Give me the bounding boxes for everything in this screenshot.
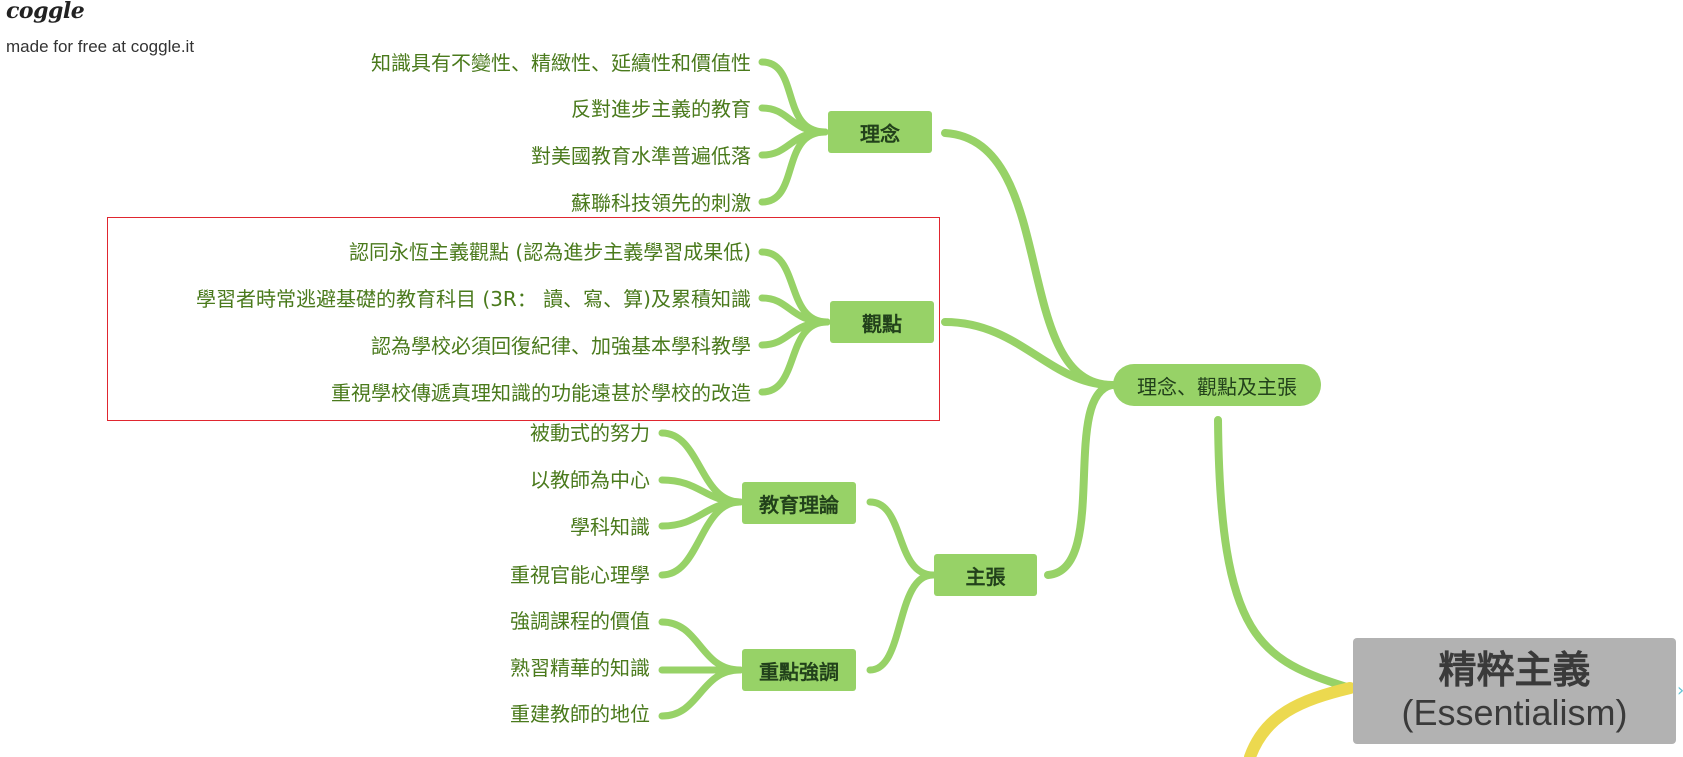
leaf-idea-4[interactable]: 蘇聯科技領先的刺激 [571, 191, 751, 215]
leaf-emphasis-2[interactable]: 熟習精華的知識 [510, 656, 650, 680]
central-topic-title: 精粹主義 [1438, 648, 1591, 692]
node-main-branch[interactable]: 理念、觀點及主張 [1113, 364, 1321, 406]
node-claim[interactable]: 主張 [934, 554, 1037, 596]
link-main-idea [941, 129, 1116, 389]
node-view[interactable]: 觀點 [830, 301, 934, 343]
leaf-emphasis-3[interactable]: 重建教師的地位 [510, 702, 650, 726]
link-emphasis-3 [658, 666, 744, 720]
chevron-right-icon[interactable]: › [1677, 680, 1683, 701]
link-main-claim [1044, 381, 1116, 579]
link-claim-emphasis [866, 571, 937, 674]
leaf-theory-1[interactable]: 被動式的努力 [530, 421, 650, 445]
link-view-4 [758, 318, 831, 396]
leaf-theory-2[interactable]: 以教師為中心 [530, 468, 650, 492]
link-emphasis-1 [658, 618, 744, 674]
node-education-theory[interactable]: 教育理論 [742, 482, 856, 524]
leaf-emphasis-1[interactable]: 強調課程的價值 [510, 609, 650, 633]
link-theory-2 [658, 476, 744, 506]
coggle-logo[interactable]: coggle [6, 0, 85, 24]
leaf-idea-2[interactable]: 反對進步主義的教育 [571, 97, 751, 121]
made-with-coggle-link[interactable]: made for free at coggle.it [6, 37, 195, 56]
link-main-view [941, 318, 1116, 389]
central-topic-node[interactable]: 精粹主義 (Essentialism) [1353, 638, 1676, 744]
selection-highlight-box [107, 217, 940, 421]
leaf-view-2[interactable]: 學習者時常逃避基礎的教育科目 (3R： 讀、寫、算)及累積知識 [196, 287, 751, 311]
node-idea[interactable]: 理念 [828, 111, 932, 153]
link-center-main [1214, 416, 1354, 692]
leaf-view-3[interactable]: 認為學校必須回復紀律、加強基本學科教學 [371, 334, 751, 358]
link-theory-4 [658, 498, 744, 579]
leaf-view-1[interactable]: 認同永恆主義觀點 (認為進步主義學習成果低) [349, 240, 751, 264]
link-center-yellow [1244, 682, 1356, 757]
leaf-idea-1[interactable]: 知識具有不變性、精緻性、延續性和價值性 [371, 51, 751, 75]
leaf-theory-4[interactable]: 重視官能心理學 [510, 563, 650, 587]
leaf-theory-3[interactable]: 學科知識 [570, 515, 650, 539]
link-claim-theory [866, 498, 937, 579]
leaf-idea-3[interactable]: 對美國教育水準普遍低落 [531, 144, 751, 168]
central-topic-subtitle: (Essentialism) [1401, 692, 1628, 733]
leaf-view-4[interactable]: 重視學校傳遞真理知識的功能遠甚於學校的改造 [331, 381, 751, 405]
link-idea-4 [758, 128, 829, 206]
node-key-emphasis[interactable]: 重點強調 [742, 649, 856, 691]
